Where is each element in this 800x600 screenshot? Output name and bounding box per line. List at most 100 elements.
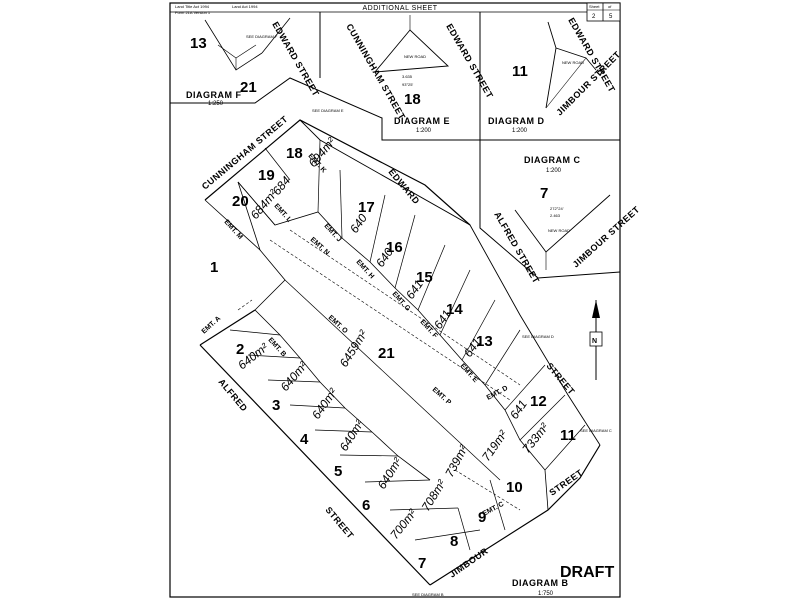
easement-n: EMT. N xyxy=(309,236,331,257)
dgm-c-dim-2: 272°24' xyxy=(550,206,564,211)
street-alfred-suffix: STREET xyxy=(323,505,355,541)
diagram-box-lines xyxy=(170,12,621,279)
lot-18-number: 18 xyxy=(286,145,303,162)
easement-m: EMT. M xyxy=(223,219,244,241)
diagram-f: 13 21 EDWARD STREET DIAGRAM F 1:250 SEE … xyxy=(186,17,321,107)
easement-p: EMT. P xyxy=(431,386,453,407)
lot-15-number: 15 xyxy=(416,269,433,286)
dgm-d-scale: 1:200 xyxy=(512,128,528,134)
street-jimbour-suffix: STREET xyxy=(547,467,584,497)
dgm-d-title: DIAGRAM D xyxy=(488,116,545,126)
dgm-f-lot-21: 21 xyxy=(240,79,257,96)
street-jimbour: JIMBOUR xyxy=(447,546,490,580)
dgm-e-street-2: EDWARD STREET xyxy=(444,22,495,100)
lot-11-area: 733m² xyxy=(519,420,552,456)
lot-rear-line-east xyxy=(237,181,549,511)
dgm-c-dim-1: 2.463 xyxy=(550,213,561,218)
lot-20-number: 20 xyxy=(232,193,249,210)
dgm-e-road: NEW ROAD xyxy=(404,54,426,59)
lot-21-number: 21 xyxy=(378,345,395,362)
act-line-2: Land Act 1994 xyxy=(232,4,258,9)
lot-side-lines-east xyxy=(237,139,586,471)
dgm-f-title: DIAGRAM F xyxy=(186,90,242,100)
lot-14-number: 14 xyxy=(446,301,463,318)
lot-11-number: 11 xyxy=(560,427,576,444)
lot-10-area: 719m² xyxy=(479,427,511,464)
lot-8-number: 8 xyxy=(450,533,458,550)
dgm-f-lot-13: 13 xyxy=(190,35,207,52)
lot-side-lines-west xyxy=(229,329,506,551)
dgm-e-dim-1: 3.635 xyxy=(402,74,413,79)
easement-o: EMT. O xyxy=(327,314,349,335)
act-line-1: Land Title Act 1994 xyxy=(175,4,210,9)
ref-diagram-c: SEE DIAGRAM C xyxy=(580,428,612,433)
dgm-c-lot-7: 7 xyxy=(540,185,548,202)
lot-21-boundary xyxy=(254,249,286,311)
lot-rear-line-west xyxy=(254,309,431,481)
street-edward-suffix: STREET xyxy=(544,361,576,397)
of-label: of xyxy=(608,4,612,9)
dgm-e-dim-2: 93°25' xyxy=(402,82,413,87)
easement-c: EMT. C xyxy=(482,501,506,518)
sheet-title: ADDITIONAL SHEET xyxy=(362,5,437,12)
lot-12-area: 641 xyxy=(507,397,530,421)
lot-9-area: 739m² xyxy=(442,442,471,479)
diagram-d: EDWARD STREET NEW ROAD JIMBOUR STREET 11… xyxy=(488,16,623,134)
diagram-e: CUNNINGHAM STREET EDWARD STREET NEW ROAD… xyxy=(344,15,495,134)
easement-d: EMT. D xyxy=(486,385,510,402)
lot-10-number: 10 xyxy=(506,479,523,496)
dgm-c-street-2: JIMBOUR STREET xyxy=(571,204,642,269)
dgm-d-lot-11: 11 xyxy=(512,63,528,80)
street-alfred: ALFRED xyxy=(216,377,249,414)
lot-4-area: 640m² xyxy=(309,385,341,422)
form-line: Form 21A Version 1 xyxy=(175,10,211,15)
ref-diagram-d: SEE DIAGRAM D xyxy=(522,334,554,339)
dgm-c-title: DIAGRAM C xyxy=(524,155,581,165)
street-edward: EDWARD xyxy=(386,167,421,206)
dgm-c-street-1: ALFRED STREET xyxy=(492,210,541,285)
lot-4-number: 4 xyxy=(300,431,309,448)
lot-7-number: 7 xyxy=(418,555,426,572)
sheet-number-box: Sheet of 2 5 xyxy=(586,2,621,22)
lot-12-number: 12 xyxy=(530,393,547,410)
street-boundaries xyxy=(199,119,601,586)
lot-9-number: 9 xyxy=(478,509,486,526)
main-plan: CUNNINGHAM STREET EDWARD STREET ALFRED S… xyxy=(199,108,612,597)
lot-6-area: 640m² xyxy=(375,454,405,491)
lot-1-number: 1 xyxy=(210,259,218,276)
lot-19-number: 19 xyxy=(258,167,275,184)
sheet-total: 5 xyxy=(609,14,613,20)
dgm-e-scale: 1:200 xyxy=(416,128,432,134)
dgm-e-lot-18: 18 xyxy=(404,91,421,108)
dgm-c-road: NEW ROAD xyxy=(548,228,570,233)
easement-j: EMT. J xyxy=(323,223,343,244)
north-label: N xyxy=(592,338,597,345)
easement-l: EMT. L xyxy=(273,203,294,225)
lot-5-area: 640m² xyxy=(337,416,367,453)
lot-21-rear xyxy=(284,279,501,481)
lot-3-number: 3 xyxy=(272,397,280,414)
sheet-border xyxy=(169,2,621,598)
dgm-e-title: DIAGRAM E xyxy=(394,116,450,126)
diagram-c: DIAGRAM C 1:200 7 272°24' 2.463 NEW ROAD… xyxy=(492,155,641,285)
lot-8-area: 708m² xyxy=(419,476,449,513)
sheet-label: Sheet xyxy=(589,4,600,9)
lot-6-number: 6 xyxy=(362,497,370,514)
dgm-b-scale: 1:750 xyxy=(538,591,554,597)
dgm-b-title: DIAGRAM B xyxy=(512,578,569,588)
lot-13-number: 13 xyxy=(476,333,493,350)
sheet-number: 2 xyxy=(592,14,596,20)
ref-diagram-e: SEE DIAGRAM E xyxy=(312,108,344,113)
lot-boundary-east xyxy=(299,119,601,446)
easement-lines xyxy=(237,229,521,511)
dgm-f-ref: SEE DIAGRAM F xyxy=(246,34,278,39)
lot-3-area: 640m² xyxy=(278,358,311,394)
lot-17-number: 17 xyxy=(358,199,375,216)
north-arrow: N xyxy=(589,300,603,380)
lot-16-number: 16 xyxy=(386,239,403,256)
dgm-c-scale: 1:200 xyxy=(546,168,562,174)
ref-diagram-b: SEE DIAGRAM B xyxy=(412,592,444,597)
draft-stamp: DRAFT xyxy=(560,564,614,581)
dgm-e-street-1: CUNNINGHAM STREET xyxy=(344,22,407,121)
